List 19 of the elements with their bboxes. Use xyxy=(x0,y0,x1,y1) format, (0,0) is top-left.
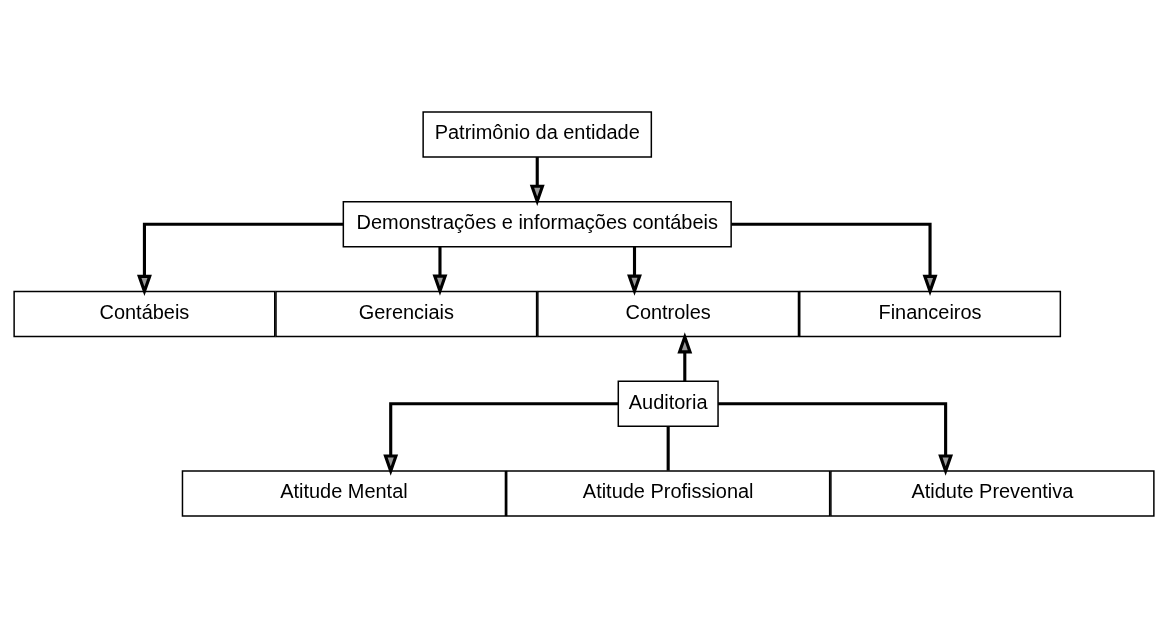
arrow xyxy=(432,246,448,296)
arrow xyxy=(137,222,344,297)
node-box: Atitude Mental xyxy=(181,470,507,517)
node-box: Patrimônio da entidade xyxy=(422,111,653,158)
node-box: Auditoria xyxy=(617,380,719,427)
arrow xyxy=(731,222,938,297)
connector xyxy=(666,426,670,471)
arrow xyxy=(529,157,545,206)
arrow xyxy=(383,402,619,476)
arrow xyxy=(718,402,954,476)
node-box: Financeiros xyxy=(799,290,1062,338)
arrow xyxy=(627,246,642,296)
node-box: Atidute Preventiva xyxy=(830,470,1155,517)
node-box: Contábeis xyxy=(13,290,276,338)
node-box: Atitude Profissional xyxy=(505,470,831,517)
node-box: Gerenciais xyxy=(275,290,538,338)
arrow xyxy=(677,332,693,382)
node-box: Demonstrações e informações contábeis xyxy=(342,201,732,248)
node-box: Controles xyxy=(537,290,800,338)
